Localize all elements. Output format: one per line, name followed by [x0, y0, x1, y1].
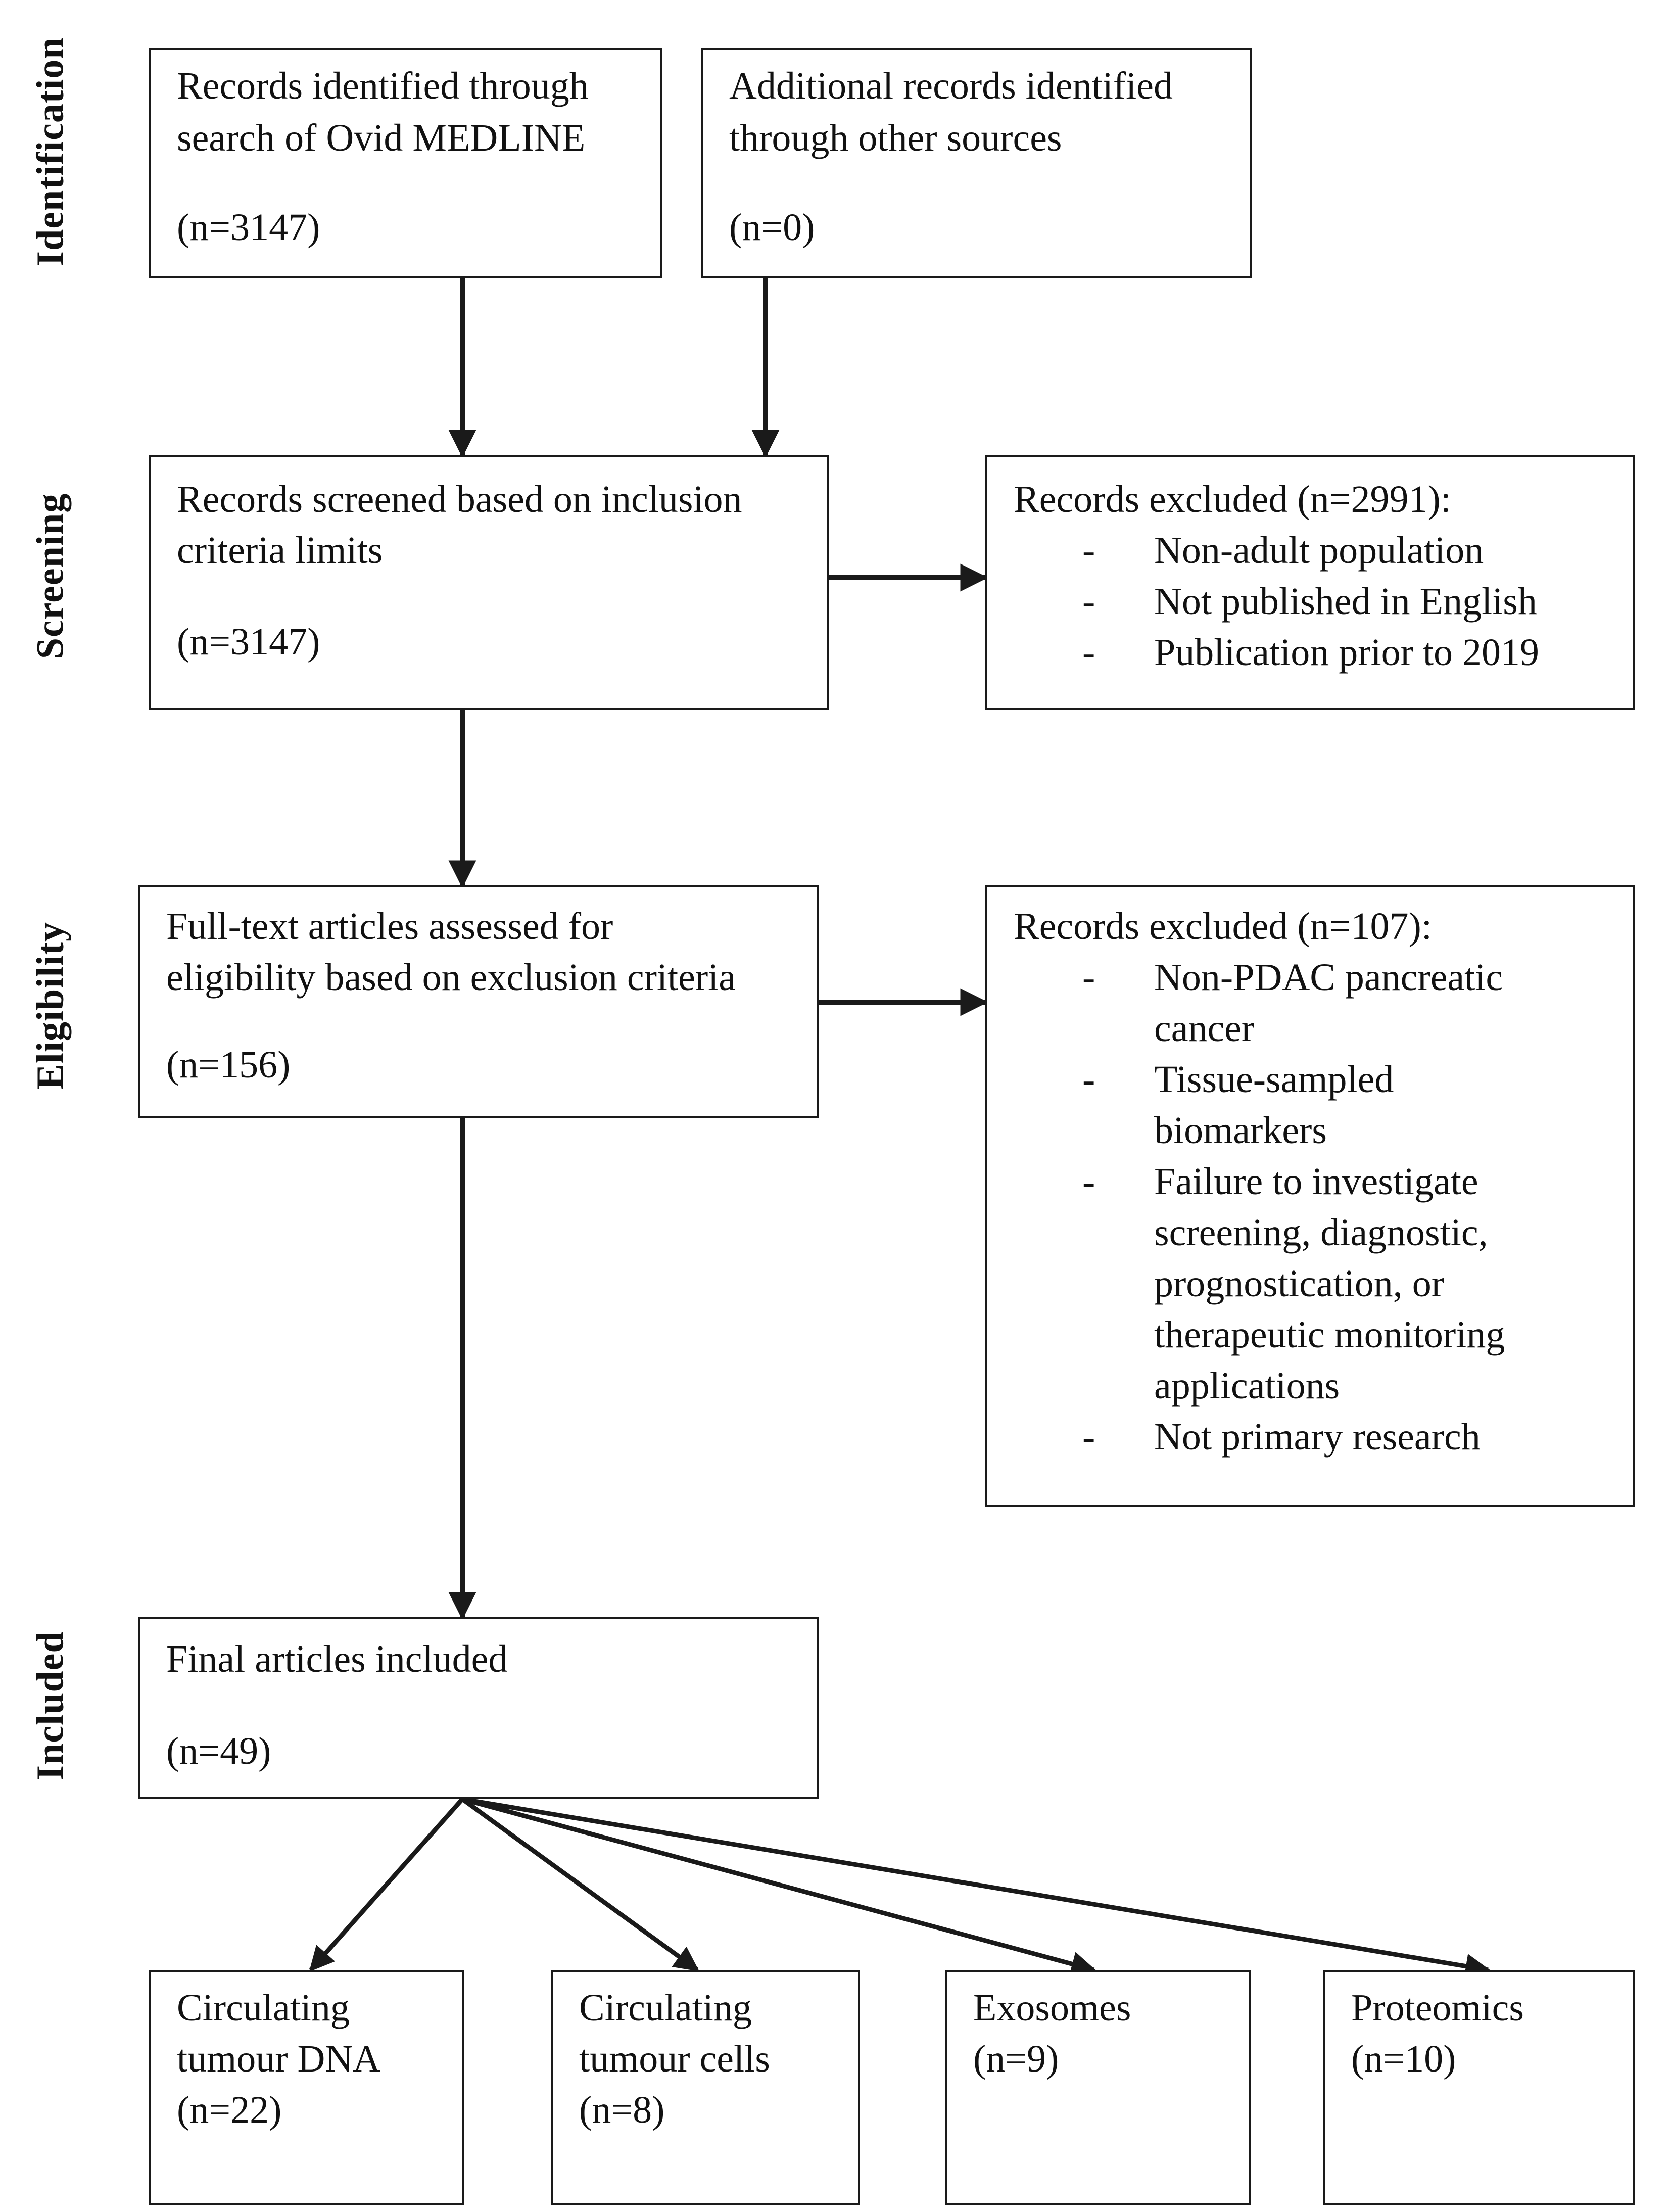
excluded-item-text: Publication prior to 2019 — [1154, 631, 1540, 674]
excluded-item-text: therapeutic monitoring — [1154, 1313, 1505, 1356]
box-medline-records: Records identified through search of Ovi… — [149, 48, 662, 278]
box-count: (n=10) — [1351, 2038, 1456, 2080]
arrow-included-to-exosomes — [461, 1797, 1096, 1976]
excluded-item-text: prognostication, or — [1154, 1262, 1445, 1305]
box-text-line: Full-text articles assessed for — [166, 905, 613, 948]
dash-bullet: - — [1082, 956, 1095, 999]
dash-bullet: - — [1082, 529, 1095, 572]
excluded-item-text: screening, diagnostic, — [1154, 1211, 1488, 1254]
box-text-line: criteria limits — [177, 529, 383, 572]
box-count: (n=22) — [177, 2089, 282, 2131]
arrow-included-to-proteomics — [462, 1797, 1491, 1979]
box-category-exosomes: Exosomes (n=9) — [945, 1970, 1251, 2205]
box-screening-excluded: Records excluded (n=2991): - Non-adult p… — [985, 455, 1635, 710]
box-text-line: tumour cells — [579, 2038, 770, 2080]
box-final-included: Final articles included (n=49) — [138, 1617, 819, 1799]
box-text-line: Circulating — [579, 1987, 752, 2029]
box-count: (n=9) — [973, 2038, 1059, 2080]
box-category-ctc: Circulating tumour cells (n=8) — [551, 1970, 860, 2205]
box-text-line: through other sources — [729, 117, 1062, 159]
box-text-line: Proteomics — [1351, 1987, 1524, 2029]
excluded-item-text: Failure to investigate — [1154, 1160, 1478, 1203]
box-text-line: Records screened based on inclusion — [177, 478, 742, 521]
arrow-included-to-ctdna — [309, 1798, 464, 1972]
box-count: (n=3147) — [177, 621, 320, 663]
excluded-item-text: cancer — [1154, 1007, 1255, 1050]
excluded-item-text: Tissue-sampled — [1154, 1058, 1394, 1101]
excluded-item-text: Non-PDAC pancreatic — [1154, 956, 1503, 999]
box-count: (n=0) — [729, 206, 815, 249]
box-count: (n=3147) — [177, 206, 320, 249]
excluded-item-text: Not primary research — [1154, 1416, 1481, 1458]
box-text-line: Circulating — [177, 1987, 350, 2029]
box-category-ctdna: Circulating tumour DNA (n=22) — [149, 1970, 464, 2205]
box-text-line: Records identified through — [177, 65, 589, 107]
box-text-line: eligibility based on exclusion criteria — [166, 956, 736, 999]
box-records-screened: Records screened based on inclusion crit… — [149, 455, 829, 710]
excluded-item-text: biomarkers — [1154, 1109, 1327, 1152]
excluded-heading: Records excluded (n=2991): — [1014, 478, 1451, 521]
dash-bullet: - — [1082, 580, 1095, 623]
excluded-heading: Records excluded (n=107): — [1014, 905, 1432, 948]
box-text-line: Exosomes — [973, 1987, 1131, 2029]
box-count: (n=8) — [579, 2089, 665, 2131]
box-count: (n=156) — [166, 1044, 291, 1086]
box-eligibility-excluded: Records excluded (n=107): - Non-PDAC pan… — [985, 885, 1635, 1507]
arrow-included-to-ctc — [461, 1797, 700, 1972]
box-text-line: Final articles included — [166, 1638, 508, 1680]
box-text-line: search of Ovid MEDLINE — [177, 117, 586, 159]
box-text-line: tumour DNA — [177, 2038, 381, 2080]
dash-bullet: - — [1082, 631, 1095, 674]
box-count: (n=49) — [166, 1730, 271, 1772]
dash-bullet: - — [1082, 1416, 1095, 1458]
excluded-item-text: applications — [1154, 1364, 1340, 1407]
box-other-sources: Additional records identified through ot… — [701, 48, 1252, 278]
dash-bullet: - — [1082, 1058, 1095, 1101]
excluded-item-text: Not published in English — [1154, 580, 1537, 623]
box-category-proteomics: Proteomics (n=10) — [1323, 1970, 1635, 2205]
box-full-text-assessed: Full-text articles assessed for eligibil… — [138, 885, 819, 1118]
excluded-item-text: Non-adult population — [1154, 529, 1484, 572]
dash-bullet: - — [1082, 1160, 1095, 1203]
box-text-line: Additional records identified — [729, 65, 1173, 107]
